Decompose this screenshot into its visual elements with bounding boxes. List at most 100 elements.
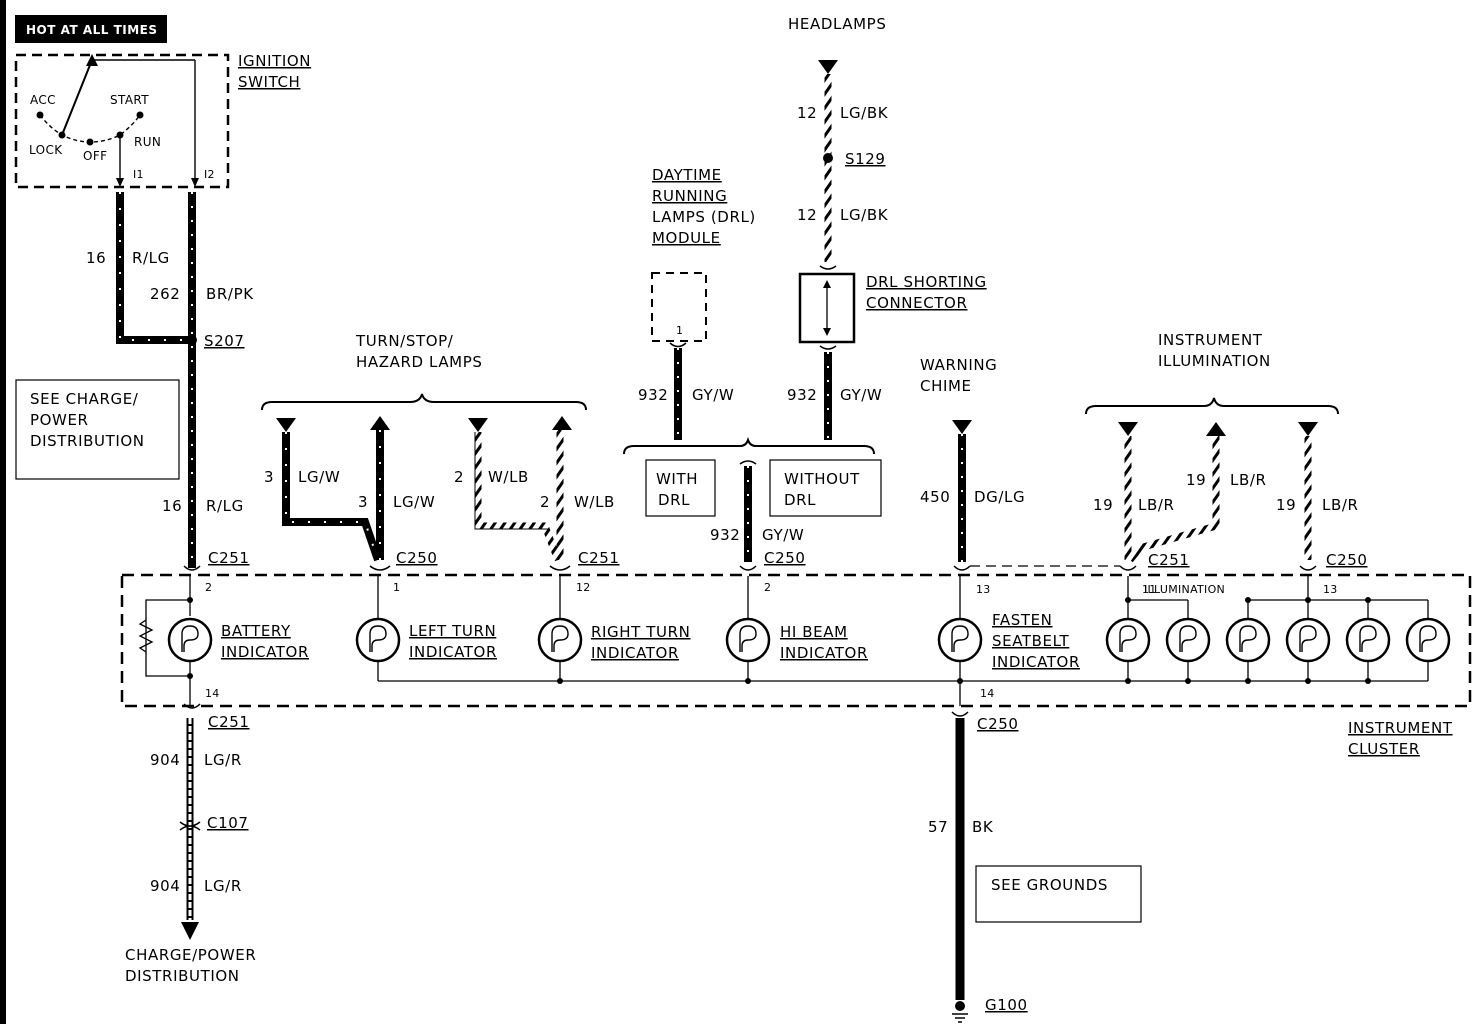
connector-c250-b: C250 <box>764 549 806 567</box>
right-turn-label-2: INDICATOR <box>591 644 679 662</box>
wire-color-w13: W/LB <box>488 468 529 486</box>
ignition-switch: IGNITION SWITCH ACC START LOCK OFF RUN I… <box>14 52 311 189</box>
connector-c250-a: C250 <box>396 549 438 567</box>
wire-color-w19: BK <box>972 818 994 836</box>
wire-num-w3: 16 <box>162 497 182 515</box>
wire-num-w18: 19 <box>1276 496 1296 514</box>
connector-c251-b: C251 <box>578 549 620 567</box>
ign-run-label: RUN <box>134 135 161 149</box>
see-charge-2: POWER <box>30 411 89 429</box>
without-drl-1: WITHOUT <box>784 470 860 488</box>
cluster-title-1: INSTRUMENT <box>1348 719 1453 737</box>
illumination-label: ILLUMINATION <box>1144 583 1225 596</box>
wire-color-w9: GY/W <box>840 386 882 404</box>
see-charge-1: SEE CHARGE/ <box>30 390 139 408</box>
instrument-illumination-section: INSTRUMENT ILLUMINATION 19 LB/R 19 LB/R … <box>1085 331 1368 571</box>
wire-color-w4: LG/R <box>204 751 242 769</box>
connector-c251-c: C251 <box>1148 551 1190 569</box>
wire-color-w10: GY/W <box>762 526 804 544</box>
banner-label: HOT AT ALL TIMES <box>26 23 158 37</box>
wire-color-w2: BR/PK <box>206 285 254 303</box>
chime-title-2: CHIME <box>920 377 972 395</box>
warning-chime-section: WARNING CHIME 450 DG/LG <box>920 356 1120 571</box>
left-turn-bulb <box>355 617 401 663</box>
drl-module-section: DAYTIME RUNNING LAMPS (DRL) MODULE 1 932… <box>623 15 986 571</box>
connector-c250-c: C250 <box>1326 551 1368 569</box>
seatbelt-label-3: INDICATOR <box>992 653 1080 671</box>
see-grounds-label: SEE GROUNDS <box>991 876 1108 894</box>
illum-title-1: INSTRUMENT <box>1158 331 1263 349</box>
ign-pin-i1: I1 <box>133 168 144 181</box>
pin-13-a: 13 <box>976 583 991 596</box>
wire-num-w8: 932 <box>638 386 668 404</box>
turn-stop-hazard-lamps: TURN/STOP/ HAZARD LAMPS 3 LG/W 3 LG/W 2 … <box>261 332 620 571</box>
drl-title-2: RUNNING <box>652 187 727 205</box>
pin-14-a: 14 <box>205 687 220 700</box>
battery-indicator-bulb <box>167 617 213 663</box>
wire-color-w16: LB/R <box>1138 496 1175 514</box>
fasten-seatbelt-bulb <box>937 617 983 663</box>
wire-num-w1: 16 <box>86 249 106 267</box>
connector-c250-e: C250 <box>977 715 1019 733</box>
illumination-bulb-6 <box>1405 617 1451 663</box>
with-drl-1: WITH <box>656 470 698 488</box>
drl-title-3: LAMPS (DRL) <box>652 208 756 226</box>
right-turn-label-1: RIGHT TURN <box>591 623 690 641</box>
wire-num-w14: 2 <box>540 493 550 511</box>
seatbelt-label-2: SEATBELT <box>992 632 1070 650</box>
wire-num-w9: 932 <box>787 386 817 404</box>
drl-title-1: DAYTIME <box>652 166 722 184</box>
ign-acc-label: ACC <box>30 93 56 107</box>
hi-beam-label-1: HI BEAM <box>780 623 848 641</box>
wire-num-w10: 932 <box>710 526 740 544</box>
cluster-title-2: CLUSTER <box>1348 740 1420 758</box>
ignition-title-1: IGNITION <box>238 52 311 70</box>
hot-at-all-times-banner: HOT AT ALL TIMES <box>15 15 167 43</box>
ign-lock-label: LOCK <box>29 143 63 157</box>
turn-title-2: HAZARD LAMPS <box>356 353 483 371</box>
pin-2-b: 2 <box>764 581 771 594</box>
ignition-title-2: SWITCH <box>238 73 300 91</box>
left-wiring: S207 16 R/LG 262 BR/PK 16 R/LG SEE CHARG… <box>15 192 256 985</box>
pin-1: 1 <box>393 581 400 594</box>
chime-title-1: WARNING <box>920 356 997 374</box>
illum-title-2: ILLUMINATION <box>1158 352 1271 370</box>
wire-num-w16: 19 <box>1093 496 1113 514</box>
wire-num-w6: 12 <box>797 104 817 122</box>
connector-c251-e: C251 <box>208 713 250 731</box>
wire-color-w8: GY/W <box>692 386 734 404</box>
wire-color-w6: LG/BK <box>840 104 889 122</box>
splice-s207: S207 <box>204 332 245 350</box>
connector-c251-a: C251 <box>208 549 250 567</box>
pin-11: 11 <box>1142 583 1157 596</box>
pin-14-b: 14 <box>980 687 995 700</box>
battery-label-2: INDICATOR <box>221 643 309 661</box>
pin-13-b: 13 <box>1323 583 1338 596</box>
right-turn-bulb <box>537 617 583 663</box>
wire-num-w2: 262 <box>150 285 180 303</box>
shorting-title-2: CONNECTOR <box>866 294 967 312</box>
charge-title-1: CHARGE/POWER <box>125 946 256 964</box>
wire-color-w18: LB/R <box>1322 496 1359 514</box>
left-turn-label-1: LEFT TURN <box>409 622 496 640</box>
page-edge <box>0 0 6 1024</box>
wire-num-w4: 904 <box>150 751 180 769</box>
wire-num-w7: 12 <box>797 206 817 224</box>
illumination-bulb-4 <box>1285 617 1331 663</box>
pin-12: 12 <box>576 581 591 594</box>
wire-color-w15: DG/LG <box>974 488 1025 506</box>
drl-pin-1: 1 <box>676 324 683 337</box>
with-drl-2: DRL <box>658 491 690 509</box>
wire-num-w11: 3 <box>264 468 274 486</box>
instrument-cluster: INSTRUMENT CLUSTER ILLUMINATION <box>120 573 1472 758</box>
connector-c107: C107 <box>207 814 249 832</box>
turn-title-1: TURN/STOP/ <box>355 332 454 350</box>
wire-color-w12: LG/W <box>393 493 435 511</box>
wire-num-w12: 3 <box>358 493 368 511</box>
wire-color-w3: R/LG <box>206 497 244 515</box>
pin-2-a: 2 <box>205 581 212 594</box>
wire-color-w1: R/LG <box>132 249 170 267</box>
without-drl-2: DRL <box>784 491 816 509</box>
